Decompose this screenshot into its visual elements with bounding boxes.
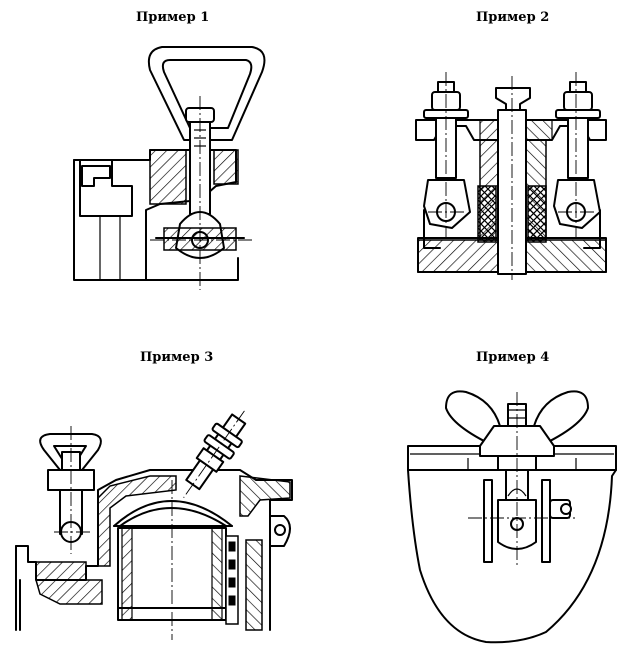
swing-bolt	[483, 469, 572, 563]
left-swing-bolt	[423, 81, 471, 249]
central-body	[477, 139, 547, 243]
example-3-drawing	[15, 410, 293, 640]
left-clamp-bolt	[47, 426, 95, 554]
triangle-handle	[39, 433, 102, 471]
example-3-caption: Пример 3	[140, 350, 214, 365]
inner-cylinder	[117, 527, 239, 625]
example-2-drawing	[415, 72, 607, 280]
base-plate	[417, 237, 607, 273]
right-swing-bolt	[553, 81, 601, 249]
dome-lid	[113, 500, 233, 527]
right-lug	[269, 515, 291, 547]
example-4-caption: Пример 4	[476, 350, 550, 365]
example-2-caption: Пример 2	[476, 10, 550, 25]
triangle-handle	[147, 46, 266, 141]
housing-body	[73, 149, 239, 281]
wing-nut	[445, 390, 589, 471]
example-1-caption: Пример 1	[136, 10, 210, 25]
central-pin	[495, 87, 531, 275]
inclined-bolt	[183, 410, 247, 498]
vessel-body	[15, 469, 293, 631]
example-1-drawing	[73, 46, 266, 290]
example-4-drawing	[407, 390, 617, 644]
